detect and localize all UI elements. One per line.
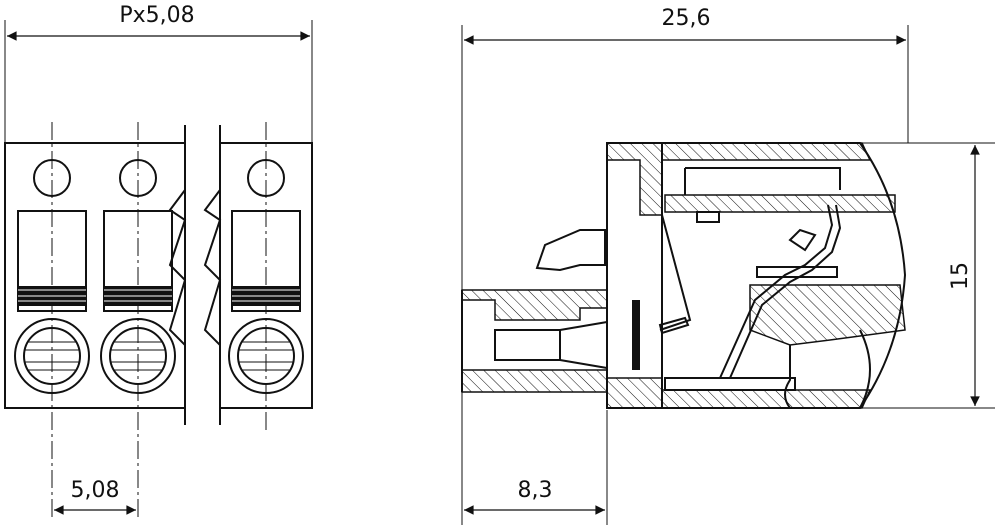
clamp-block [749, 284, 906, 346]
latch [535, 229, 606, 272]
lower-detail [784, 345, 791, 409]
label-length: 25,6 [662, 6, 711, 31]
label-pitch: 5,08 [71, 478, 120, 503]
housing-left [4, 142, 186, 409]
label-height: 15 [948, 262, 973, 290]
spring-contact-inner [729, 204, 842, 379]
top-wall [661, 142, 872, 161]
actuator [659, 214, 692, 331]
front-view [4, 20, 313, 520]
release-button-3 [231, 210, 301, 312]
break-line-right [203, 125, 222, 425]
spring-contact [719, 204, 834, 379]
side-section-view [461, 25, 995, 525]
plug-taper [559, 321, 608, 369]
wire-entry-2 [100, 318, 176, 394]
test-hole-2 [119, 159, 157, 197]
lower-curve [859, 329, 871, 409]
front-top-wall [606, 142, 663, 216]
clamp-plate [756, 266, 838, 278]
label-insert: 8,3 [518, 478, 553, 503]
break-line-left [168, 125, 187, 425]
wire-entry-1 [14, 318, 90, 394]
spring-tip [788, 228, 817, 252]
release-button-2 [103, 210, 173, 312]
housing-outline [606, 142, 907, 409]
plug-bore [494, 329, 561, 361]
upper-tab [696, 211, 720, 223]
plug-upper [461, 289, 608, 321]
release-button-1 [17, 210, 87, 312]
plug-lower [461, 369, 608, 393]
upper-guide [664, 194, 896, 213]
actuator-tab [658, 316, 690, 335]
wire-entry-3 [228, 318, 304, 394]
bottom-rail [664, 377, 796, 391]
test-hole-1 [33, 159, 71, 197]
label-pitch-total: Px5,08 [119, 3, 194, 28]
separator [632, 300, 640, 370]
test-hole-3 [247, 159, 285, 197]
bottom-wall [606, 377, 872, 409]
upper-frame [684, 167, 841, 195]
